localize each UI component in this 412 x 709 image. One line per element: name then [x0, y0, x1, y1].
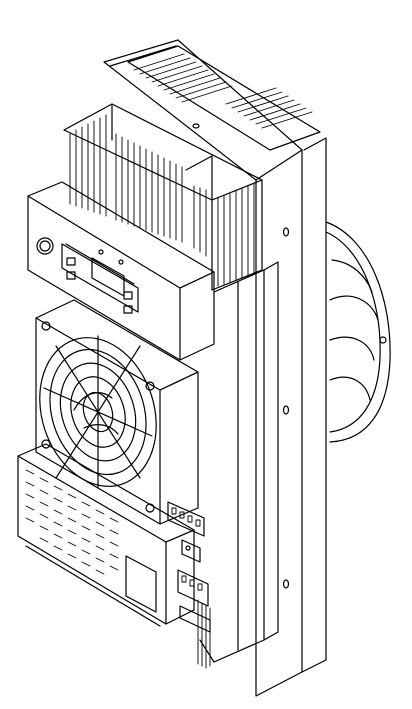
controller-display [27, 181, 215, 361]
vent-grille [17, 443, 195, 627]
external-fan [325, 221, 391, 443]
heatsink [63, 103, 263, 291]
button-mode-icon [123, 305, 133, 314]
button-up-icon [66, 257, 76, 266]
terminal-blocks [167, 501, 211, 633]
wall-plate [103, 39, 327, 697]
power-knob [36, 237, 54, 255]
button-set-icon [66, 271, 76, 280]
side-rail [197, 261, 279, 669]
button-down-icon [123, 291, 133, 300]
rear-heatsink [127, 45, 321, 151]
fan-guard [35, 299, 199, 525]
display-panel [61, 243, 139, 313]
